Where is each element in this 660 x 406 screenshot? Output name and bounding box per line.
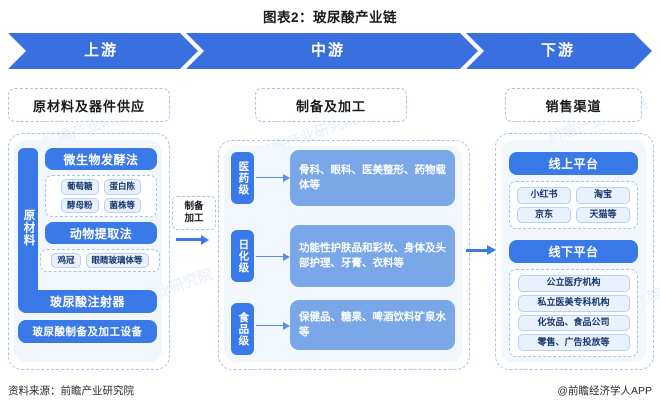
page-title: 图表2：玻尿酸产业链 xyxy=(262,10,397,25)
footer-source: 资料来源：前瞻产业研究院 xyxy=(8,385,134,397)
upstream-animal-extraction-bar[interactable]: 动物提取法 xyxy=(45,222,157,244)
connector-label: 制备 加工 xyxy=(172,196,216,230)
midstream-arrow-icon-2 xyxy=(256,251,290,263)
upstream-injector-bar[interactable]: 玻尿酸注射器 xyxy=(18,290,157,313)
band-label-midstream: 中游 xyxy=(310,42,345,59)
downstream-online-items: 小红书 淘宝 京东 天猫等 xyxy=(509,181,638,229)
chip-item[interactable]: 公立医疗机构 xyxy=(517,274,630,292)
connector-upstream-midstream: 制备 加工 xyxy=(172,196,216,252)
section-body-midstream xyxy=(218,140,470,370)
chip-item[interactable]: 私立医美专科机构 xyxy=(517,294,630,312)
midstream-grade-label: 日化级 xyxy=(237,238,250,274)
chip-item[interactable]: 葡萄糖 xyxy=(60,179,99,195)
section-header-midstream: 制备及加工 xyxy=(255,88,407,122)
midstream-grade-pill-medical[interactable]: 医药级 xyxy=(231,152,254,204)
midstream-grade-label: 医药级 xyxy=(237,160,250,196)
value-chain-arrow-band: 上游 中游 下游 xyxy=(8,33,652,69)
midstream-arrow-icon-3 xyxy=(256,320,290,332)
chip-item[interactable]: 化妆品、食品公司 xyxy=(517,314,630,332)
upstream-fermentation-bar[interactable]: 微生物发酵法 xyxy=(45,148,157,170)
downstream-offline-bar[interactable]: 线下平台 xyxy=(509,240,638,263)
upstream-fermentation-items: 葡萄糖 蛋白陈 酵母粉 菌株等 xyxy=(45,175,157,217)
section-header-upstream: 原材料及器件供应 xyxy=(8,88,170,122)
chip-item[interactable]: 蛋白陈 xyxy=(103,179,142,195)
chip-item[interactable]: 淘宝 xyxy=(576,186,630,204)
midstream-grade-label: 食品级 xyxy=(237,311,250,347)
chip-item[interactable]: 鸡冠 xyxy=(51,252,81,269)
midstream-detail-medical: 骨科、眼科、医美整形、药物载体等 xyxy=(290,150,455,206)
midstream-grade-pill-cosmetic[interactable]: 日化级 xyxy=(231,230,254,282)
upstream-raw-material-label: 原材料 xyxy=(18,148,38,308)
downstream-online-bar[interactable]: 线上平台 xyxy=(509,152,638,175)
section-body-downstream xyxy=(495,133,654,370)
connector-midstream-downstream-arrow-icon xyxy=(466,245,496,255)
arrow-band-shape xyxy=(8,33,652,69)
upstream-equipment-bar[interactable]: 玻尿酸制备及加工设备 xyxy=(18,320,157,343)
chip-item[interactable]: 菌株等 xyxy=(103,197,142,213)
connector-arrow-icon xyxy=(176,234,209,245)
section-body-upstream xyxy=(8,133,170,370)
midstream-detail-food: 保健品、糖果、啤酒饮料矿泉水等 xyxy=(290,300,455,350)
chip-item[interactable]: 眼睛玻璃体等 xyxy=(85,252,149,269)
chip-item[interactable]: 酵母粉 xyxy=(60,197,99,213)
connector-label-line2: 加工 xyxy=(184,213,204,224)
band-label-downstream: 下游 xyxy=(540,42,575,59)
upstream-animal-items: 鸡冠 眼睛玻璃体等 xyxy=(40,249,160,272)
band-label-upstream: 上游 xyxy=(83,42,118,59)
footer-credit: @前瞻经济学人APP xyxy=(557,385,652,397)
connector-label-line1: 制备 xyxy=(184,201,204,213)
section-header-downstream: 销售渠道 xyxy=(505,88,642,122)
chip-item[interactable]: 京东 xyxy=(517,206,571,224)
chip-item[interactable]: 小红书 xyxy=(517,186,571,204)
chip-item[interactable]: 零售、广告投放等 xyxy=(517,334,630,352)
downstream-offline-items: 公立医疗机构 私立医美专科机构 化妆品、食品公司 零售、广告投放等 xyxy=(509,269,638,357)
upstream-raw-material-text: 原材料 xyxy=(22,209,35,247)
midstream-arrow-icon-1 xyxy=(256,172,290,184)
chip-item[interactable]: 天猫等 xyxy=(576,206,630,224)
midstream-detail-cosmetic: 功能性护肤品和彩妆、身体及头部护理、牙膏、衣料等 xyxy=(290,225,455,287)
midstream-grade-pill-food[interactable]: 食品级 xyxy=(231,303,254,355)
